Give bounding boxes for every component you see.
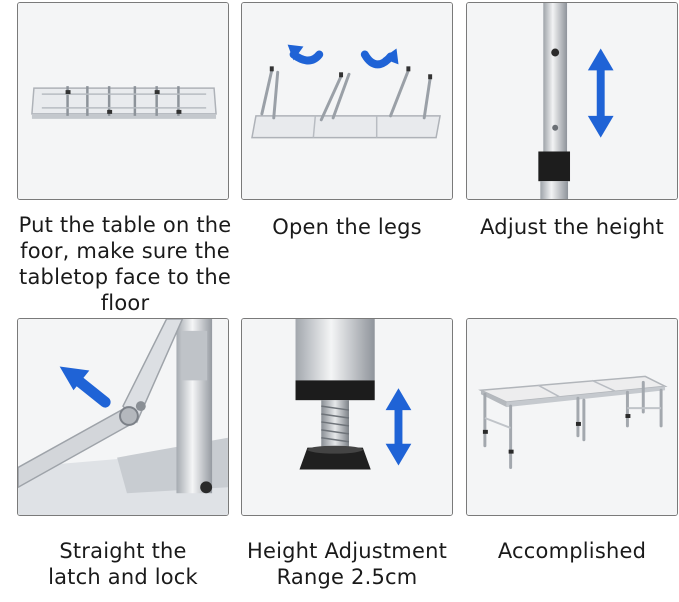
step-5-image xyxy=(241,318,453,516)
step-4-caption: Straight the latch and lock xyxy=(48,539,198,589)
leg-latch-lock-image xyxy=(18,319,228,515)
step-3-caption: Adjust the height xyxy=(480,215,664,239)
up-down-arrow-icon xyxy=(385,388,412,466)
step-1-caption: Put the table on the foor, make sure the… xyxy=(18,213,232,315)
step-1-image xyxy=(17,2,229,200)
up-down-arrow-icon xyxy=(587,48,614,138)
leg-height-adjust-image xyxy=(467,3,677,199)
diagonal-arrow-icon xyxy=(59,366,111,408)
table-open-legs-image xyxy=(242,3,452,199)
step-6-caption: Accomplished xyxy=(497,539,647,563)
step-4-image xyxy=(17,318,229,516)
folded-table-upside-down-image xyxy=(18,3,228,199)
step-5-caption: Height Adjustment Range 2.5cm xyxy=(246,539,448,589)
step-6-image xyxy=(466,318,678,516)
step-2-caption: Open the legs xyxy=(272,215,422,239)
assembled-table-image xyxy=(467,319,677,515)
step-2-image xyxy=(241,2,453,200)
foot-screw-adjust-image xyxy=(242,319,452,515)
step-3-image xyxy=(466,2,678,200)
